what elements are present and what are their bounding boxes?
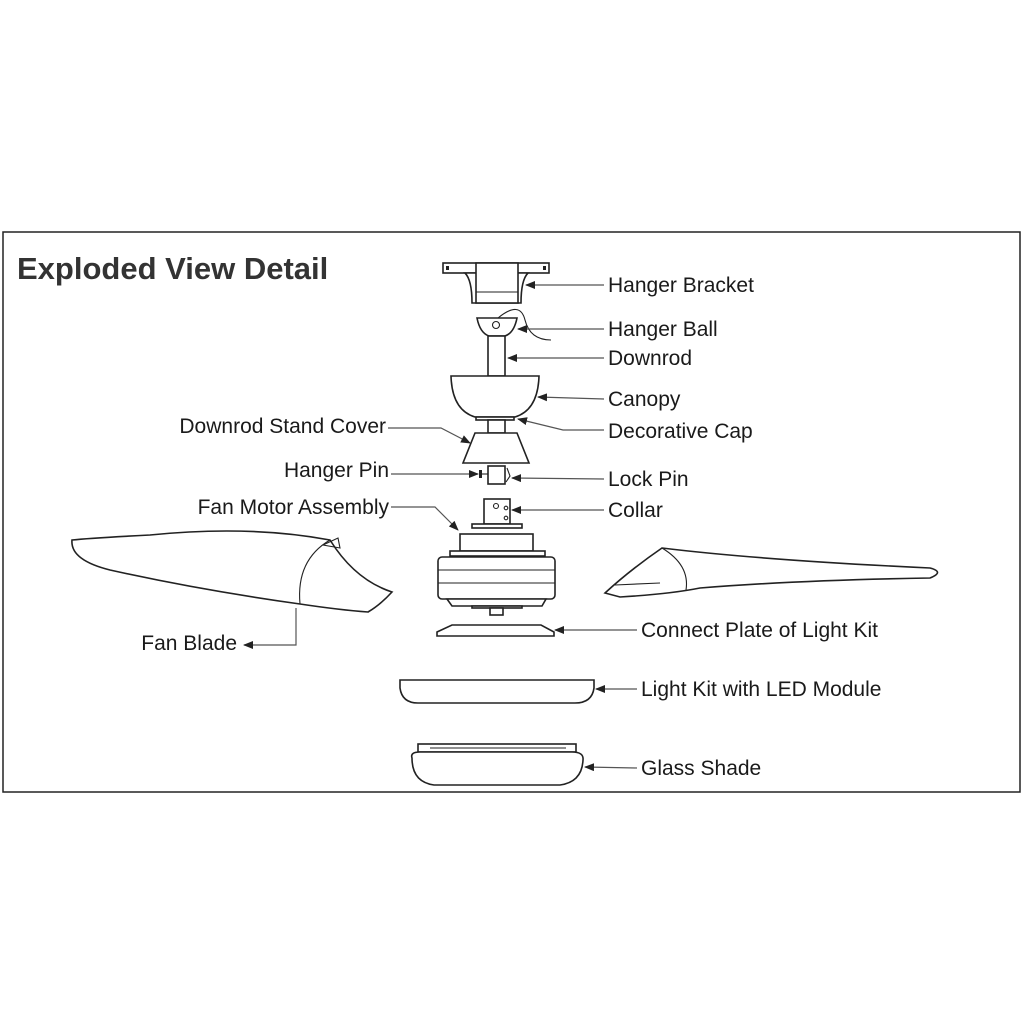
connect-plate-part xyxy=(436,624,555,637)
label-fan-motor-assembly: Fan Motor Assembly xyxy=(198,496,390,519)
label-downrod-stand-cover: Downrod Stand Cover xyxy=(179,415,386,438)
hanger-bracket-part xyxy=(442,262,550,304)
label-hanger-ball: Hanger Ball xyxy=(608,318,718,341)
label-hanger-pin: Hanger Pin xyxy=(284,459,389,482)
label-hanger-bracket: Hanger Bracket xyxy=(608,274,754,297)
diagram-frame xyxy=(2,231,1021,793)
canopy-part xyxy=(450,375,540,418)
label-fan-blade: Fan Blade xyxy=(141,632,237,655)
fan-blade-left-part xyxy=(71,530,394,613)
downrod-part xyxy=(487,335,506,377)
lock-pin-part xyxy=(487,465,506,485)
diagram-title: Exploded View Detail xyxy=(17,251,328,286)
label-collar: Collar xyxy=(608,499,663,522)
label-downrod: Downrod xyxy=(608,347,692,370)
label-glass-shade: Glass Shade xyxy=(641,757,761,780)
fan-motor-assembly-part xyxy=(437,533,556,616)
downrod-stand-cover-part xyxy=(461,432,531,464)
label-canopy: Canopy xyxy=(608,388,681,411)
collar-part xyxy=(471,498,523,529)
label-light-kit: Light Kit with LED Module xyxy=(641,678,881,701)
downrod-lower xyxy=(487,419,506,434)
label-lock-pin: Lock Pin xyxy=(608,468,689,491)
light-kit-part xyxy=(399,679,595,704)
fan-blade-right-part xyxy=(603,547,939,598)
label-connect-plate: Connect Plate of Light Kit xyxy=(641,619,878,642)
label-decorative-cap: Decorative Cap xyxy=(608,420,753,443)
leader-lines xyxy=(243,281,638,772)
glass-shade-part xyxy=(410,743,584,786)
